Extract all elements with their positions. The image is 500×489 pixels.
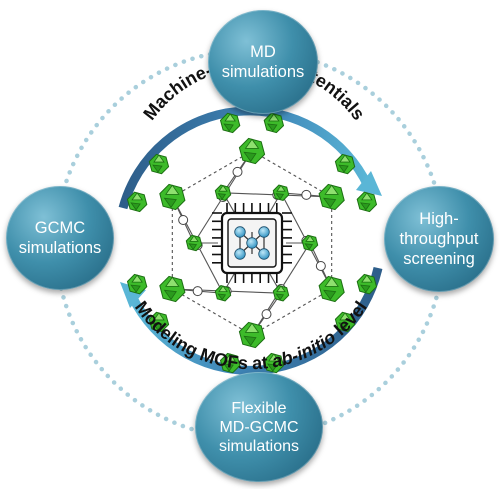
node-ht-line-3: screening: [403, 250, 475, 268]
node-gcmc-line-1: GCMC: [34, 219, 86, 237]
node-high-throughput-screening: High- throughput screening: [384, 186, 494, 292]
processor-chip-icon: [212, 203, 292, 283]
node-flex-line-2: MD-GCMC: [219, 418, 299, 436]
node-ht-line-1: High-: [419, 210, 459, 228]
top-arc-arrow: [118, 106, 373, 210]
node-flex-line-1: Flexible: [231, 399, 287, 417]
node-gcmc-line-2: simulations: [18, 239, 102, 257]
node-flexible-md-gcmc-simulations: Flexible MD-GCMC simulations: [195, 372, 323, 482]
node-md-simulations: MD simulations: [208, 10, 318, 114]
mof-metal-clusters: [126, 112, 378, 374]
mof-structure-icon: [126, 112, 378, 374]
node-flex-line-3: simulations: [218, 437, 300, 455]
node-md-line-1: MD: [250, 43, 276, 61]
bottom-arc-arrow: [127, 267, 383, 375]
node-md-line-2: simulations: [221, 63, 305, 81]
top-arrowhead: [356, 171, 382, 196]
node-gcmc-simulations: GCMC simulations: [6, 186, 114, 290]
node-ht-line-2: throughput: [399, 230, 479, 248]
